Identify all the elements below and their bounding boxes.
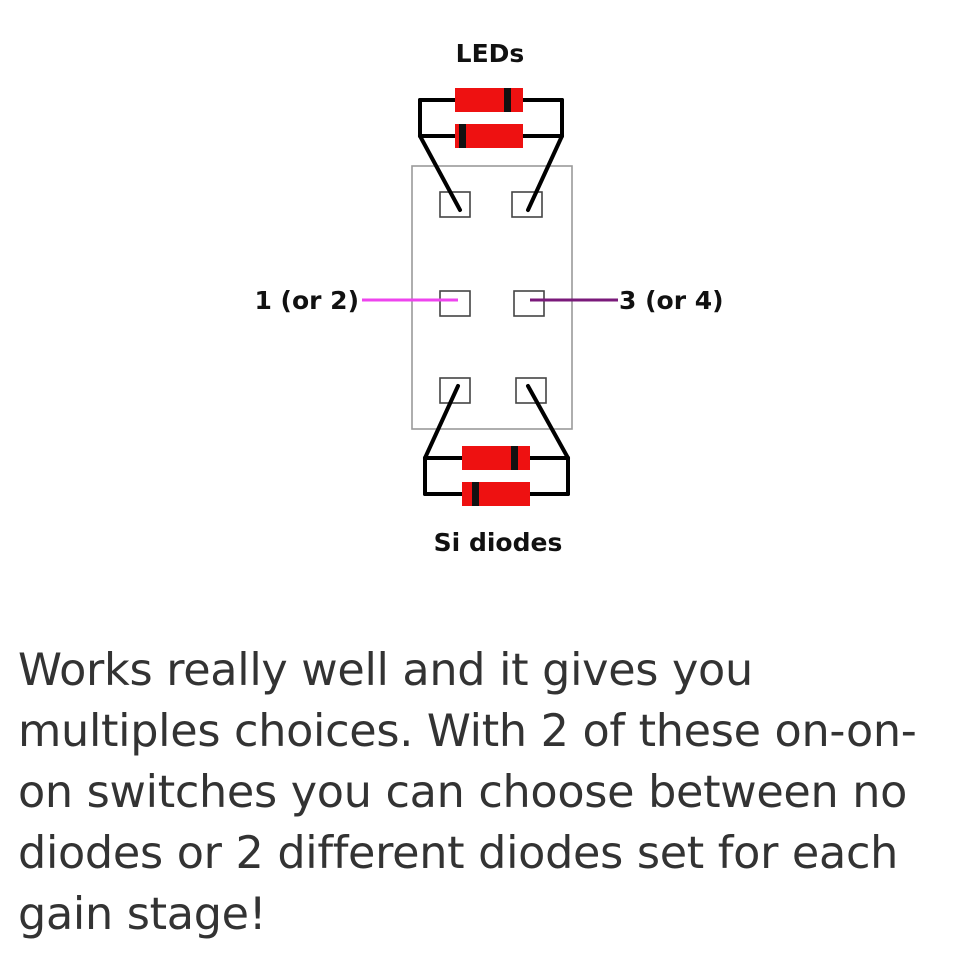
led-2-cathode-band [459,124,466,148]
switch-body [411,165,573,430]
led-2 [455,124,523,148]
caption-text: Works really well and it gives you multi… [18,645,917,940]
si-diode-2-cathode-band [472,482,479,506]
led-1-cathode-band [504,88,511,112]
led-1-body [455,88,523,112]
led-1 [455,88,523,112]
lug-top-left [439,191,471,218]
led-2-body [455,124,523,148]
right-terminal-label: 3 (or 4) [619,286,724,315]
si-diodes-label: Si diodes [434,528,563,557]
lug-middle-right [513,290,545,317]
left-terminal-label: 1 (or 2) [254,286,359,315]
switch-wiring-diagram: LEDs 1 (or 2) 3 (or 4) [254,39,724,557]
lug-top-right [511,191,543,218]
si-diode-1-body [462,446,530,470]
si-diode-2 [462,482,530,506]
si-diode-1-cathode-band [511,446,518,470]
lug-middle-left [439,290,471,317]
leds-label: LEDs [456,39,525,68]
si-diode-1 [462,446,530,470]
